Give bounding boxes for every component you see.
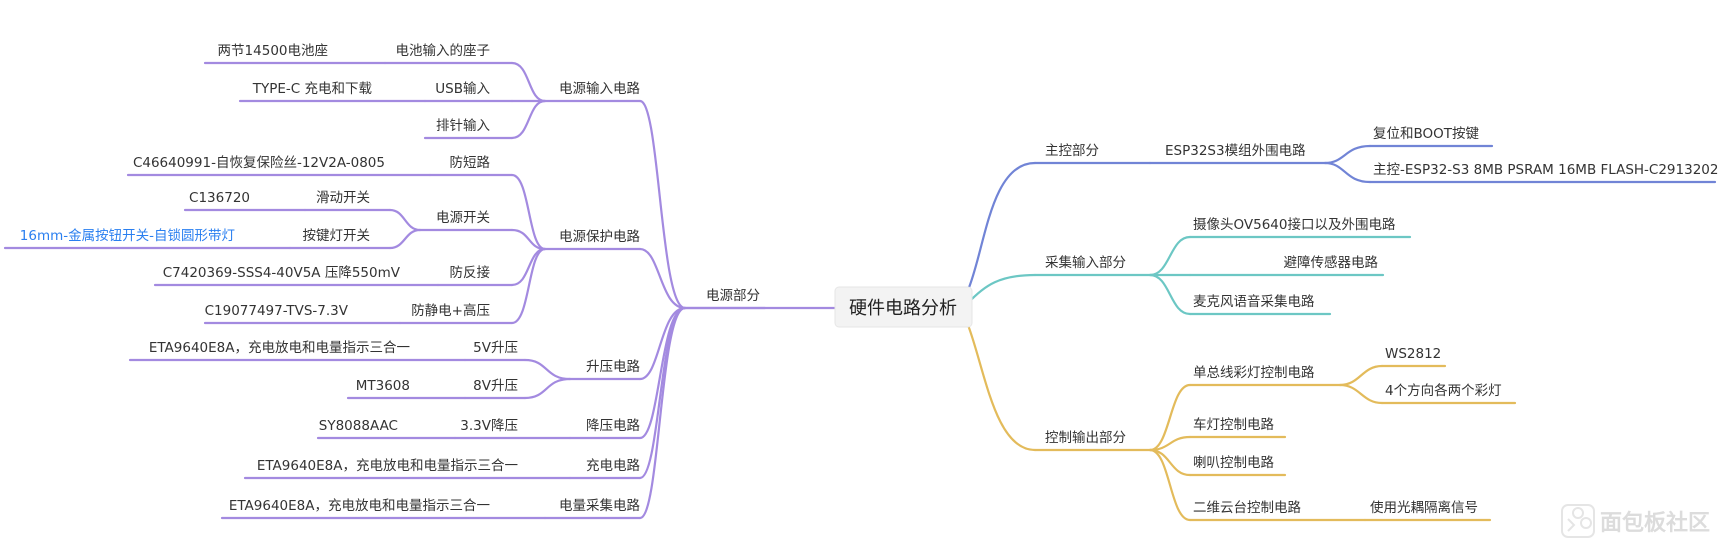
edge-acquisition-mic	[1148, 273, 1192, 316]
node-esd-detail[interactable]: C19077497-TVS-7.3V	[205, 303, 349, 319]
node-buck-3v3[interactable]: 3.3V降压	[460, 418, 518, 434]
edge-power-input	[638, 99, 687, 310]
edge-module-reset	[1323, 144, 1372, 165]
node-esp32-chip[interactable]: 主控-ESP32-S3 8MB PSRAM 16MB FLASH-C291320…	[1373, 162, 1718, 178]
node-boost-8v-detail[interactable]: MT3608	[356, 378, 410, 394]
node-horn[interactable]: 喇叭控制电路	[1193, 455, 1274, 471]
node-slide-switch[interactable]: 滑动开关	[316, 190, 370, 206]
node-button-detail-link[interactable]: 16mm-金属按钮开关-自锁圆形带灯	[20, 228, 235, 244]
node-power[interactable]: 电源部分	[706, 288, 760, 304]
node-buck-3v3-detail[interactable]: SY8088AAC	[319, 418, 398, 434]
node-charge-detail[interactable]: ETA9640E8A，充电放电和电量指示三合一	[257, 458, 518, 474]
node-acquisition[interactable]: 采集输入部分	[1045, 255, 1126, 271]
edge-root-control-output	[966, 323, 1037, 452]
edge-power-level	[638, 306, 687, 520]
edge-switch-slide	[388, 208, 422, 232]
node-power-switch[interactable]: 电源开关	[436, 210, 490, 226]
edge-control-gimbal	[1148, 448, 1192, 522]
node-power-input[interactable]: 电源输入电路	[559, 81, 640, 97]
node-charge[interactable]: 充电电路	[586, 458, 640, 474]
node-short-detail[interactable]: C46640991-自恢复保险丝-12V2A-0805	[133, 154, 385, 171]
node-reverse-detail[interactable]: C7420369-SSS4-40V5A 压降550mV	[163, 265, 401, 281]
edge-module-chip	[1323, 161, 1372, 184]
node-optocoupler[interactable]: 使用光耦隔离信号	[1370, 499, 1478, 516]
edge-root-main-control	[966, 161, 1037, 292]
node-esp32-module[interactable]: ESP32S3模组外围电路	[1165, 143, 1306, 159]
node-reverse-protect[interactable]: 防反接	[450, 264, 491, 281]
node-boost-8v[interactable]: 8V升压	[473, 378, 518, 394]
node-buck[interactable]: 降压电路	[586, 418, 640, 434]
edge-led-ws2812	[1338, 364, 1384, 387]
node-ws2812[interactable]: WS2812	[1385, 346, 1441, 362]
acquisition-lines	[966, 235, 1412, 316]
node-boost[interactable]: 升压电路	[586, 359, 640, 375]
root-node[interactable]: 硬件电路分析	[834, 286, 973, 328]
node-battery-level-detail[interactable]: ETA9640E8A，充电放电和电量指示三合一	[229, 498, 490, 514]
node-boost-5v-detail[interactable]: ETA9640E8A，充电放电和电量指示三合一	[149, 340, 410, 356]
edge-protection-short	[510, 173, 547, 251]
node-microphone[interactable]: 麦克风语音采集电路	[1193, 293, 1315, 310]
node-battery-socket[interactable]: 电池输入的座子	[396, 43, 491, 59]
node-short-protect[interactable]: 防短路	[450, 155, 491, 171]
edge-input-header	[510, 99, 547, 140]
edge-protection-reverse	[510, 247, 547, 287]
edge-power-protection	[638, 247, 687, 310]
edge-protection-esd	[510, 247, 547, 325]
watermark: 面包板社区	[1561, 504, 1710, 538]
edge-led-four-dir	[1338, 383, 1384, 405]
right-branch-labels: 主控部分 ESP32S3模组外围电路 复位和BOOT按键 主控-ESP32-S3…	[1045, 125, 1718, 516]
node-protection[interactable]: 电源保护电路	[559, 229, 640, 245]
edge-protection-switch	[510, 228, 547, 251]
node-header-input[interactable]: 排针输入	[436, 118, 490, 134]
root-label: 硬件电路分析	[849, 298, 957, 319]
node-esd-protect[interactable]: 防静电+高压	[411, 302, 490, 319]
edge-boost-8v	[523, 377, 572, 400]
node-gimbal[interactable]: 二维云台控制电路	[1193, 500, 1301, 516]
node-usb-detail[interactable]: TYPE-C 充电和下载	[252, 81, 372, 97]
node-led-control[interactable]: 单总线彩灯控制电路	[1193, 365, 1315, 381]
node-battery-level[interactable]: 电量采集电路	[559, 498, 640, 514]
control-output-lines	[966, 323, 1517, 522]
edge-root-acquisition	[966, 273, 1037, 305]
node-obstacle-sensor[interactable]: 避障传感器电路	[1284, 254, 1379, 271]
edge-control-led	[1148, 383, 1192, 452]
node-usb-input[interactable]: USB输入	[435, 81, 490, 97]
node-camera[interactable]: 摄像头OV5640接口以及外围电路	[1193, 216, 1396, 233]
power-branch-lines	[3, 61, 840, 520]
edge-power-boost	[638, 306, 687, 381]
edge-input-battery	[510, 61, 547, 103]
node-boost-5v[interactable]: 5V升压	[473, 340, 518, 356]
node-slide-detail[interactable]: C136720	[189, 190, 250, 206]
node-button-switch[interactable]: 按键灯开关	[303, 228, 371, 244]
puzzle-icon	[1561, 504, 1595, 538]
main-control-lines	[966, 144, 1717, 292]
node-battery-detail[interactable]: 两节14500电池座	[218, 43, 328, 59]
edge-switch-button	[388, 228, 422, 250]
node-control-output[interactable]: 控制输出部分	[1045, 430, 1126, 446]
node-headlight[interactable]: 车灯控制电路	[1193, 416, 1274, 433]
root-node-box	[834, 286, 973, 328]
node-main-control[interactable]: 主控部分	[1045, 143, 1099, 159]
node-four-direction-leds[interactable]: 4个方向各两个彩灯	[1385, 383, 1502, 399]
node-reset-boot[interactable]: 复位和BOOT按键	[1373, 125, 1480, 142]
edge-acquisition-camera	[1148, 235, 1192, 277]
power-branch-labels: 电源部分 电源输入电路 电池输入的座子 两节14500电池座 USB输入 TYP…	[20, 43, 760, 514]
watermark-text: 面包板社区	[1600, 510, 1710, 536]
edge-boost-5v	[523, 358, 572, 381]
